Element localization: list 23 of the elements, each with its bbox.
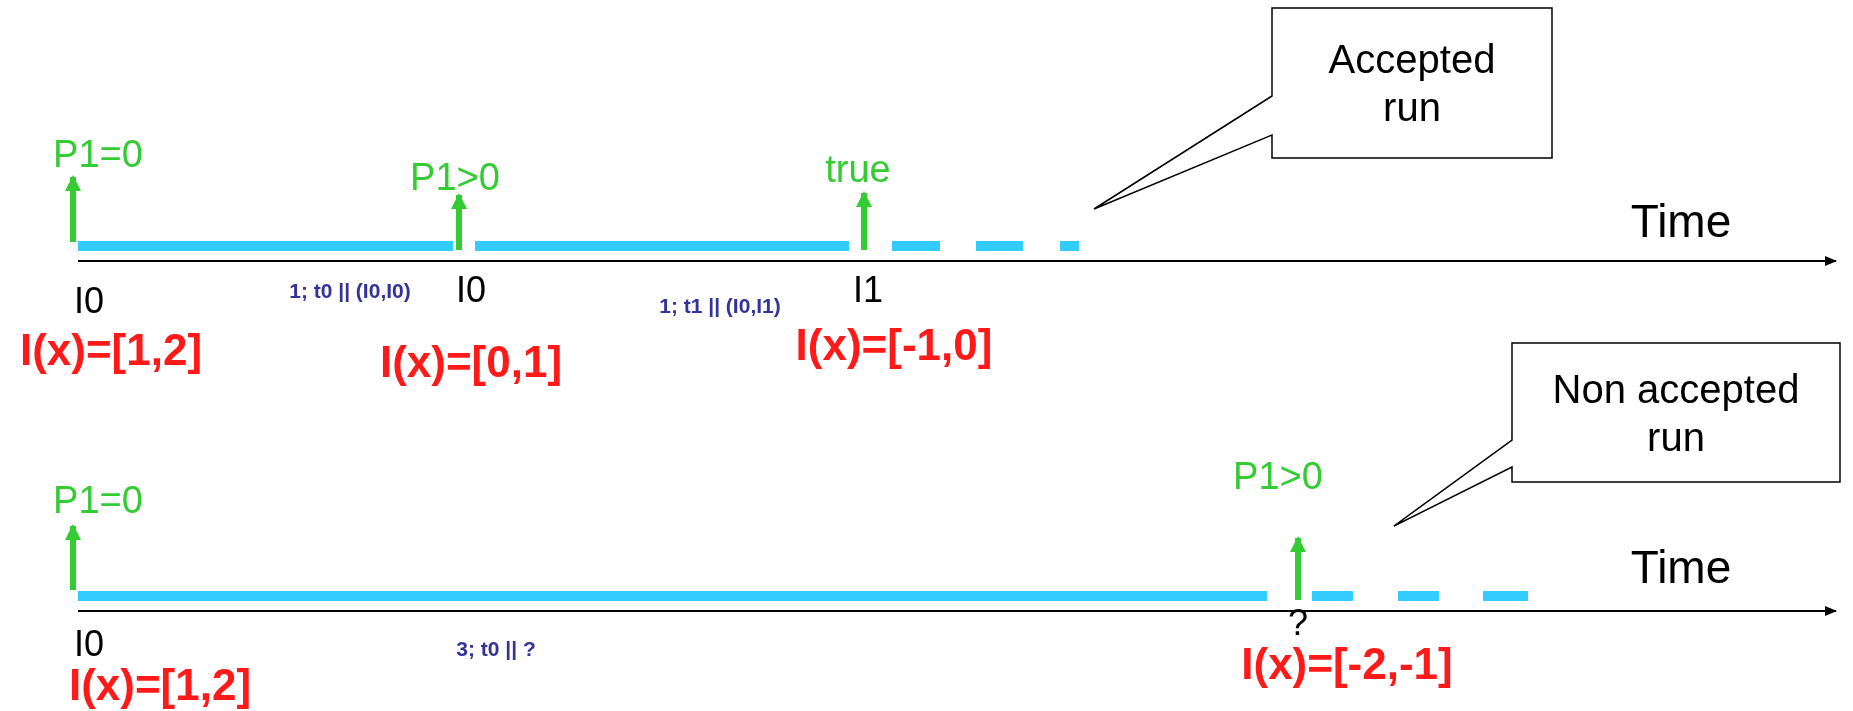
- interval-label: I(x)=[0,1]: [379, 340, 563, 384]
- axis-label: Time: [1630, 198, 1732, 244]
- location-label: I0: [74, 283, 104, 319]
- condition-label: true: [825, 150, 891, 188]
- location-label: I1: [853, 272, 883, 308]
- interval-label: I(x)=[1,2]: [68, 663, 252, 707]
- axis-label: Time: [1630, 544, 1732, 590]
- interval-label: I(x)=[-1,0]: [795, 323, 993, 367]
- condition-label: P1=0: [53, 481, 143, 519]
- condition-label: P1>0: [1233, 457, 1323, 495]
- step-label: 1; t0 || (I0,I0): [289, 279, 411, 301]
- condition-label: P1=0: [53, 135, 143, 173]
- location-label: I0: [74, 626, 104, 662]
- step-label: 1; t1 || (I0,I1): [659, 294, 781, 316]
- location-label: I0: [456, 272, 486, 308]
- step-label: 3; t0 || ?: [456, 637, 536, 659]
- callout-text: Non accepted run: [1551, 365, 1801, 461]
- callout-box: [1092, 6, 1554, 211]
- condition-label: P1>0: [410, 158, 500, 196]
- callout-text: Accepted run: [1327, 36, 1497, 131]
- callout-box: [1392, 341, 1842, 528]
- interval-label: I(x)=[-2,-1]: [1241, 642, 1453, 686]
- interval-label: I(x)=[1,2]: [19, 328, 203, 372]
